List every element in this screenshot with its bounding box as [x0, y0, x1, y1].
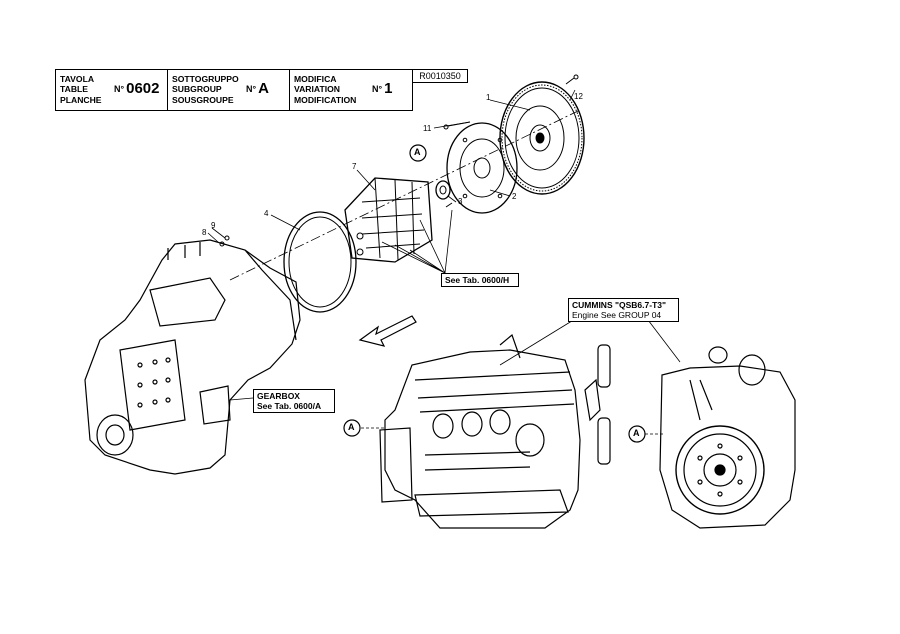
- engine-side: [379, 333, 611, 529]
- coupling: [344, 177, 433, 263]
- ref-a-rear: A: [633, 428, 640, 438]
- drawing-code: R0010350: [413, 69, 468, 83]
- subgroup-cell: SOTTOGRUPPO SUBGROUP SOUSGROUPE N°A: [168, 70, 290, 110]
- housing-ring: [283, 211, 357, 313]
- callout-engine: CUMMINS "QSB6.7-T3" Engine See GROUP 04: [568, 298, 679, 322]
- centre-line: [229, 109, 581, 281]
- modification-cell: MODIFICA VARIATION MODIFICATION N°1: [290, 70, 411, 110]
- ref-a-top: A: [414, 147, 421, 157]
- modification-number: N°1: [372, 80, 393, 98]
- leader-lines: [207, 89, 681, 435]
- callout-gearbox: GEARBOX See Tab. 0600/A: [253, 389, 335, 413]
- modification-labels: MODIFICA VARIATION MODIFICATION: [294, 74, 357, 105]
- table-number: N°0602: [114, 80, 160, 98]
- table-labels: TAVOLA TABLE PLANCHE: [60, 74, 102, 105]
- ref-a-side: A: [348, 422, 355, 432]
- washer: [435, 180, 451, 200]
- gearbox: [84, 239, 301, 475]
- subgroup-letter: N°A: [246, 80, 269, 98]
- part-number-1: 1: [486, 93, 491, 102]
- part-number-12: 12: [574, 92, 583, 101]
- part-number-7: 7: [352, 162, 357, 171]
- engine-rear: [659, 346, 796, 529]
- part-number-4: 4: [264, 209, 269, 218]
- ref-circle-a-side: [343, 419, 361, 437]
- callout-see-tab-h: See Tab. 0600/H: [441, 273, 519, 287]
- title-block: TAVOLA TABLE PLANCHE N°0602 SOTTOGRUPPO …: [55, 69, 413, 111]
- ref-circle-a-rear: [628, 425, 646, 443]
- part-number-9: 9: [211, 221, 216, 230]
- part-number-11: 11: [423, 124, 432, 133]
- bolts: [219, 74, 579, 247]
- part-number-2: 2: [512, 192, 517, 201]
- table-cell: TAVOLA TABLE PLANCHE N°0602: [56, 70, 168, 110]
- flywheel: [499, 81, 585, 195]
- ref-circle-a-top: [409, 144, 427, 162]
- direction-arrow: [358, 315, 417, 347]
- subgroup-labels: SOTTOGRUPPO SUBGROUP SOUSGROUPE: [172, 74, 239, 105]
- part-number-3: 3: [458, 197, 463, 206]
- part-number-8: 8: [202, 228, 207, 237]
